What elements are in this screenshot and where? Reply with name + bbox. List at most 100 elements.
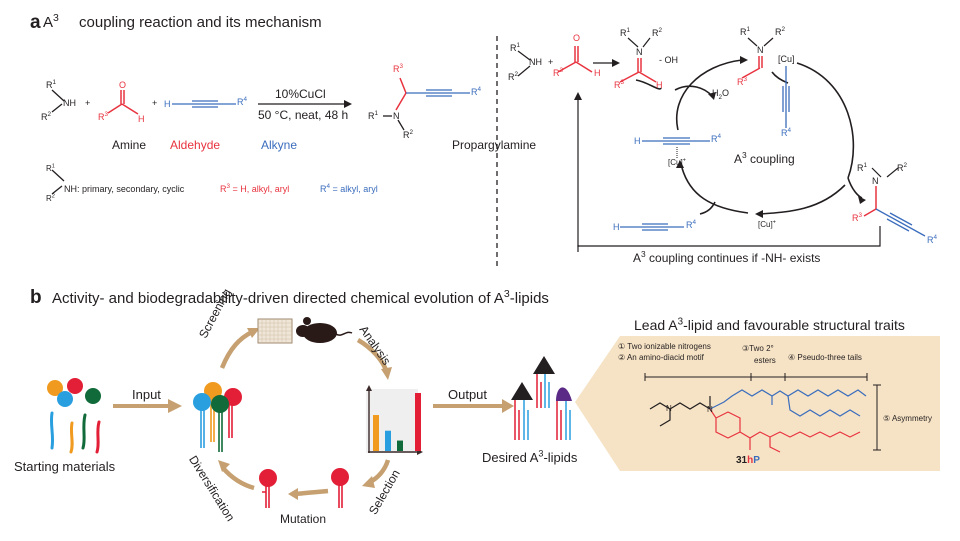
bracket-main: [578, 226, 881, 247]
input-arrow: [113, 399, 182, 413]
compound-num: 31: [736, 455, 748, 466]
title-sup: 3: [53, 12, 59, 24]
cycle-arrowhead-3: [676, 160, 684, 168]
cu-alk-r4: R4: [711, 133, 722, 144]
condition-temperature: 50 °C, neat, 48 h: [258, 108, 349, 122]
imin-r1: R1: [620, 27, 631, 38]
r2-label: R2: [41, 111, 52, 122]
cycle-arrowhead-4: [708, 92, 716, 100]
lead-title-suffix: -lipid and favourable structural traits: [683, 317, 905, 333]
panel-a-title: A3 coupling reaction and its mechanism: [43, 12, 322, 31]
prod2-r3: R3: [852, 212, 863, 223]
cu-plus-1: [Cu]: [668, 158, 683, 167]
panel-b-letter: b: [30, 287, 42, 308]
prod-r3: R3: [393, 63, 404, 74]
scope-r4-value: = alkyl, aryl: [332, 184, 378, 194]
alkyne-structure: [172, 100, 236, 108]
input-alk-h: H: [613, 222, 620, 232]
scope-r3-text: R3 = H, alkyl, aryl: [220, 183, 290, 194]
trait-4: ④ Pseudo-three tails: [788, 353, 862, 362]
imin-h: H: [656, 80, 663, 90]
cycle-arrowhead-5: [858, 196, 866, 204]
h-label: H: [138, 114, 145, 124]
imin-r3: R3: [614, 79, 625, 90]
desired-prefix: Desired A: [482, 450, 539, 465]
condition-catalyst: 10%CuCl: [275, 87, 326, 101]
mech-arrow-1: [593, 59, 620, 67]
alkyne-label: Alkyne: [261, 138, 298, 152]
vert-r4: R4: [781, 127, 792, 138]
mech-nh: NH: [529, 57, 542, 67]
mech-amine: [517, 50, 531, 77]
compound-p: P: [753, 455, 760, 466]
input-alk-r4: R4: [686, 219, 697, 230]
scope-amine-text: NH: primary, secondary, cyclic: [64, 184, 185, 194]
mech-aldehyde: [557, 46, 593, 73]
selected-lipid-icon: [331, 468, 349, 508]
plus-2: +: [152, 98, 158, 108]
lead-callout-background: [575, 336, 940, 471]
reaction-arrow: [258, 100, 352, 108]
lipid-31hP-structure: [649, 389, 867, 453]
prod2-n: N: [872, 176, 879, 186]
aldehyde-structure: [107, 90, 139, 115]
aldehyde-label: Aldehyde: [170, 138, 221, 152]
prod-r2: R2: [403, 129, 414, 140]
library-mix-icon: [193, 382, 242, 452]
continue-note: A3 coupling continues if -NH- exists: [633, 249, 821, 265]
cycle-arrowhead-diversification: [218, 460, 230, 472]
screening-bar: [373, 415, 379, 451]
scope-r3-value: = H, alkyl, aryl: [232, 184, 290, 194]
panel-a-letter: a: [30, 12, 41, 33]
prod-r1: R1: [368, 110, 379, 121]
mech-plus: +: [548, 57, 554, 67]
cu-plus-label-2: [Cu]+: [758, 219, 776, 229]
mech-r2: R2: [508, 71, 519, 82]
input-label: Input: [132, 387, 161, 402]
desired-lipids-icon: [511, 356, 572, 440]
hydroxide: - OH: [659, 55, 678, 65]
amine-structure: [51, 89, 65, 113]
panel-b-title: Activity- and biodegradability-driven di…: [52, 288, 549, 307]
trait-2: ② An amino-diacid motif: [618, 353, 704, 362]
desired-suffix: -lipids: [543, 450, 578, 465]
cycle-arrowhead-1: [740, 56, 748, 64]
panel-b-title-sup: 3: [503, 288, 510, 300]
propargylamine-label: Propargylamine: [452, 138, 537, 152]
continue-note-text: coupling continues if -NH- exists: [649, 251, 821, 265]
imin2-r3: R3: [737, 76, 748, 87]
screening-bar: [415, 393, 421, 451]
lead-n2: N: [666, 404, 672, 413]
title-rest: coupling reaction and its mechanism: [79, 14, 322, 31]
trait-5: ⑤ Asymmetry: [883, 414, 932, 423]
trait-3: ③Two 2°: [742, 344, 774, 353]
cu-plus-2: [Cu]: [758, 220, 773, 229]
r4-label: R4: [237, 96, 248, 107]
trait-1: ① Two ionizable nitrogens: [618, 342, 711, 351]
trait-3-cont: esters: [754, 356, 776, 365]
return-arrowhead: [574, 92, 582, 100]
well-plate-icon: [257, 318, 293, 344]
screening-bar: [385, 430, 391, 451]
imin-r2: R2: [652, 27, 663, 38]
imin2-r1: R1: [740, 26, 751, 37]
water-label: H2O: [712, 88, 730, 101]
panel-b-title-text: Activity- and biodegradability-driven di…: [52, 290, 504, 307]
scope-r2: R2: [46, 193, 55, 203]
mech-o: O: [573, 33, 581, 43]
cycle-label-text: coupling: [750, 152, 795, 166]
amine-label: Amine: [112, 138, 147, 152]
scope-amine-structure: [51, 169, 65, 195]
cycle-arrowhead-2: [755, 210, 763, 218]
lead-title-prefix: Lead A: [634, 317, 678, 333]
evolution-cycle-arrows: [219, 329, 391, 497]
propargylamine-structure: [383, 77, 470, 131]
compound-h: h: [747, 455, 754, 466]
prod-n: N: [393, 111, 400, 121]
nh-label: NH: [63, 98, 76, 108]
prod2-r4: R4: [927, 234, 938, 245]
scope-r1: R1: [46, 163, 55, 173]
catalytic-cycle: [635, 59, 863, 215]
